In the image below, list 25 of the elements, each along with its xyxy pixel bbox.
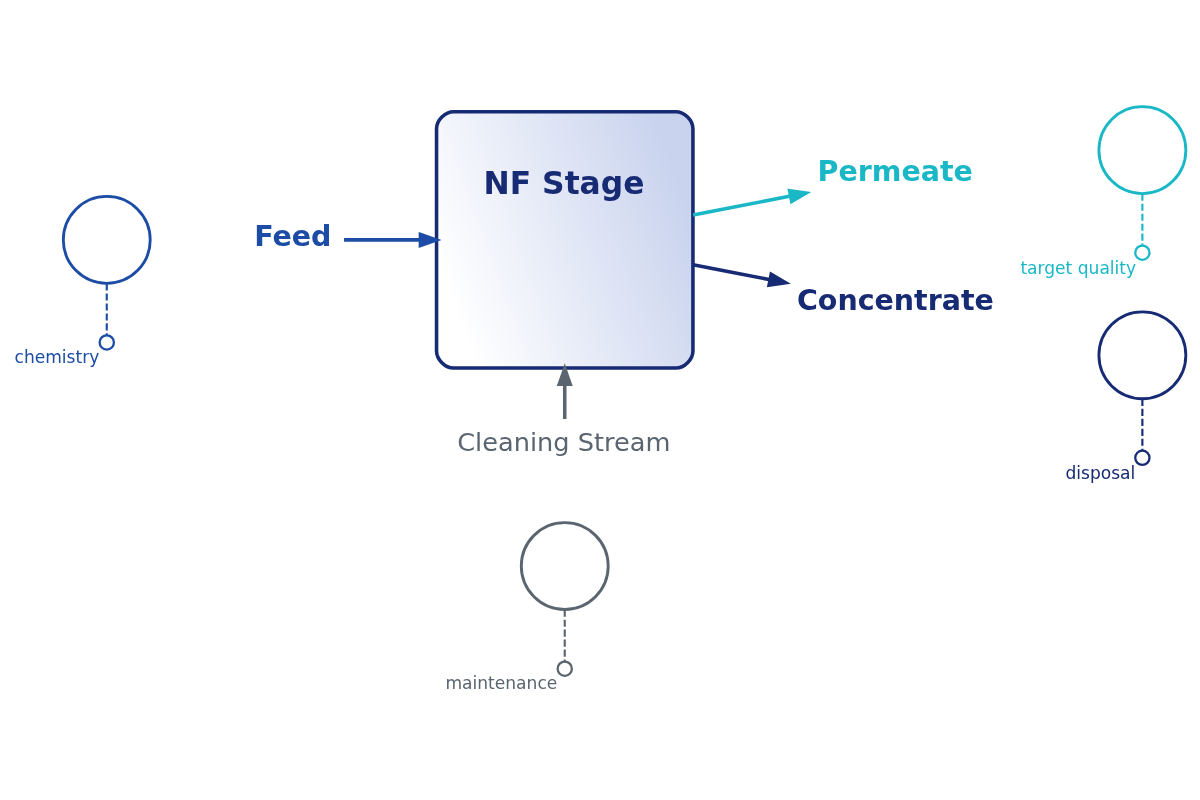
node-text: Feed (254, 219, 332, 253)
arrow (344, 231, 442, 248)
connector (1141, 398, 1144, 451)
node-label: target quality (1020, 257, 1137, 278)
node-circle (98, 333, 116, 351)
node-circle (1097, 309, 1188, 400)
node-circle (1134, 243, 1151, 261)
node-label: chemistry (14, 346, 100, 367)
node-text: Cleaning Stream (457, 426, 671, 457)
arrow (692, 262, 791, 287)
node-circle (61, 194, 152, 285)
node-circle (556, 659, 573, 677)
connector (105, 282, 108, 335)
node-box: NF Stage (434, 109, 695, 370)
node-circle (519, 520, 610, 611)
node-circle (1134, 449, 1151, 466)
connector (1141, 193, 1144, 245)
arrow (692, 188, 812, 217)
node-label: disposal (1065, 462, 1136, 483)
node-circle (1097, 104, 1188, 195)
node-text: Concentrate (796, 283, 994, 317)
node-text: Permeate (817, 154, 973, 188)
connector (563, 609, 566, 661)
node-label: maintenance (445, 672, 558, 693)
arrow (556, 362, 573, 419)
